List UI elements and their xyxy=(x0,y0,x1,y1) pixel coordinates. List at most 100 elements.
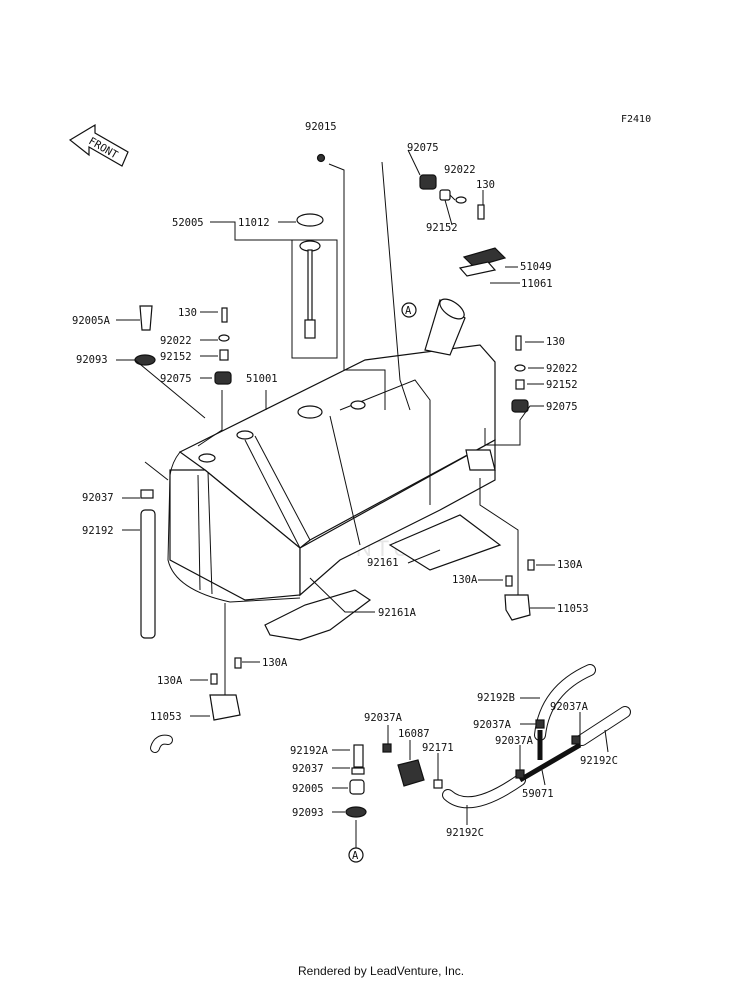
callout-92161: 92161 xyxy=(367,557,399,569)
callout-92161A: 92161A xyxy=(378,607,417,619)
hose-92192 xyxy=(140,509,156,639)
callout-92005: 92005 xyxy=(292,783,324,795)
collar-92152-top xyxy=(439,189,451,201)
clamp-92037A-d xyxy=(515,769,525,779)
clamp-92171 xyxy=(433,779,443,789)
callout-92093: 92093 xyxy=(292,807,324,819)
callout-92075: 92075 xyxy=(546,401,578,413)
guard-plate-92161A xyxy=(264,589,372,641)
callout-92192C: 92192C xyxy=(580,755,618,767)
callout-130A: 130A xyxy=(452,574,478,586)
washer-92022-left xyxy=(218,334,230,342)
callout-92037: 92037 xyxy=(292,763,324,775)
collar-92152-left xyxy=(219,349,229,361)
callout-51001: 51001 xyxy=(246,373,278,385)
tank-opening xyxy=(198,453,216,463)
callout-92192B: 92192B xyxy=(477,692,515,704)
hose-92192C-a xyxy=(443,775,525,808)
tank-bracket xyxy=(465,449,496,471)
callout-92022: 92022 xyxy=(546,363,578,375)
bolt-130A-r2 xyxy=(527,559,535,571)
tank-strap xyxy=(339,379,431,505)
callout-11053: 11053 xyxy=(150,711,182,723)
callout-92022: 92022 xyxy=(444,164,476,176)
callout-92152: 92152 xyxy=(426,222,458,234)
callout-92037: 92037 xyxy=(82,492,114,504)
clamp-92037-low xyxy=(351,767,365,775)
fuel-level-sender xyxy=(291,213,338,359)
callout-130: 130 xyxy=(178,307,197,319)
callout-92075: 92075 xyxy=(160,373,192,385)
callout-92015: 92015 xyxy=(305,121,337,133)
grommet-92093-left xyxy=(134,354,156,366)
callout-59071: 59071 xyxy=(522,788,554,800)
valve-92005A xyxy=(139,305,153,331)
callout-130A: 130A xyxy=(557,559,583,571)
callout-92005A: 92005A xyxy=(72,315,111,327)
callout-92192A: 92192A xyxy=(290,745,329,757)
clamp-92037A-a xyxy=(382,743,392,753)
callout-92192: 92192 xyxy=(82,525,114,537)
bolt-130A-r1 xyxy=(505,575,513,587)
leader-lines xyxy=(116,149,609,848)
sender-port xyxy=(297,405,323,419)
cap-51049 xyxy=(462,247,507,268)
callout-92037A: 92037A xyxy=(364,712,403,724)
callout-92075: 92075 xyxy=(407,142,439,154)
bracket-11053-right xyxy=(504,594,531,621)
callout-130A: 130A xyxy=(157,675,183,687)
grommet-92075-top xyxy=(419,174,437,190)
callout-130A: 130A xyxy=(262,657,288,669)
fuel-line-assembly xyxy=(150,664,631,818)
callout-11012: 11012 xyxy=(238,217,270,229)
bolt-130A-l2 xyxy=(234,657,242,669)
callout-92152: 92152 xyxy=(160,351,192,363)
ref-marker-bottom: A xyxy=(348,847,364,863)
callout-92192C: 92192C xyxy=(446,827,484,839)
footer-credit: Rendered by LeadVenture, Inc. xyxy=(298,964,464,978)
grommet-92093-low xyxy=(345,806,367,818)
figure-code: F2410 xyxy=(621,114,651,125)
bolt-130-top xyxy=(477,204,485,220)
grommet-92075-right xyxy=(511,399,529,413)
callout-51049: 51049 xyxy=(520,261,552,273)
joint-59071 xyxy=(518,730,582,783)
callout-16087: 16087 xyxy=(398,728,430,740)
front-arrow: FRONT xyxy=(68,123,129,167)
bracket-11053-left xyxy=(209,694,241,721)
svg-text:A: A xyxy=(352,850,359,862)
callout-52005: 52005 xyxy=(172,217,204,229)
callout-92152: 92152 xyxy=(546,379,578,391)
fuel-filter-16087 xyxy=(397,759,425,787)
grommet-92075-left xyxy=(214,371,232,385)
callout-130: 130 xyxy=(546,336,565,348)
gasket-11061 xyxy=(458,261,497,277)
callout-92037A: 92037A xyxy=(473,719,512,731)
callout-11053: 11053 xyxy=(557,603,589,615)
callout-92037A: 92037A xyxy=(550,701,589,713)
tank-contour xyxy=(167,451,301,603)
callout-130: 130 xyxy=(476,179,495,191)
callout-92171: 92171 xyxy=(422,742,454,754)
clamp-92037A-c xyxy=(571,735,581,745)
hose-92192C-b xyxy=(577,707,630,745)
hose-92192A xyxy=(151,735,172,752)
collar-92152-right xyxy=(515,379,525,390)
front-arrow-icon xyxy=(68,123,129,167)
bolt-130A-l1 xyxy=(210,673,218,685)
valve-92005 xyxy=(349,779,365,795)
svg-text:A: A xyxy=(405,305,412,317)
nut-92015 xyxy=(316,153,326,163)
sender-gasket xyxy=(296,213,324,227)
bolt-130-right xyxy=(515,335,522,351)
tank-side xyxy=(299,438,496,597)
callout-92022: 92022 xyxy=(160,335,192,347)
clamp-92037-left xyxy=(140,489,154,499)
callout-labels: 92015 92075 92022 130 92152 52005 11012 … xyxy=(72,121,618,839)
clamp-92037A-b xyxy=(535,719,545,729)
ref-marker-top: A xyxy=(401,302,417,318)
fuel-tank xyxy=(167,298,496,603)
washer-92022-right xyxy=(514,364,526,372)
